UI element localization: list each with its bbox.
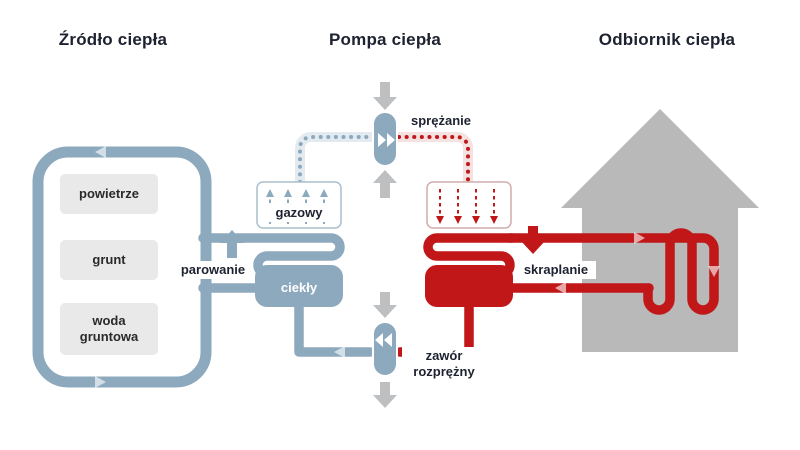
- evaporation-arrow-icon: [220, 230, 244, 258]
- label-condensation: skraplanie: [516, 261, 596, 280]
- header-heat-source: Źródło ciepła: [58, 30, 168, 49]
- arrow-below-compressor-icon: [373, 170, 397, 198]
- arrow-above-valve-icon: [373, 292, 397, 318]
- condenser-to-valve-pipe: [395, 299, 474, 357]
- label-evaporation: parowanie: [175, 261, 251, 280]
- condenser-gas-box: [426, 181, 512, 229]
- header-heat-pump: Pompa ciepła: [329, 30, 441, 49]
- condenser-liquid-block: [425, 265, 513, 307]
- source-item-ground: grunt: [60, 240, 158, 280]
- label-liquid: ciekły: [280, 280, 318, 295]
- label-expansion-valve: zawór rozprężny: [402, 347, 486, 382]
- condensation-arrow-icon: [521, 226, 545, 254]
- house-roof: [561, 109, 759, 208]
- arrow-into-compressor-icon: [373, 82, 397, 110]
- flow-chevrons: [95, 146, 720, 388]
- expansion-valve: [372, 321, 398, 377]
- label-gas: gazowy: [264, 204, 334, 223]
- arrow-below-valve-icon: [373, 382, 397, 408]
- discharge-line: [394, 132, 473, 187]
- header-heat-receiver: Odbiornik ciepła: [598, 30, 736, 49]
- label-compression: sprężanie: [403, 112, 479, 131]
- radiator-coil: [505, 228, 719, 315]
- suction-line: [295, 132, 376, 187]
- evaporator-liquid-block: [255, 265, 343, 307]
- source-item-air: powietrze: [60, 174, 158, 214]
- evaporator-to-valve-pipe: [294, 299, 375, 357]
- source-item-groundwater: woda gruntowa: [60, 303, 158, 355]
- house-shape: [561, 109, 759, 352]
- compressor: [372, 111, 398, 167]
